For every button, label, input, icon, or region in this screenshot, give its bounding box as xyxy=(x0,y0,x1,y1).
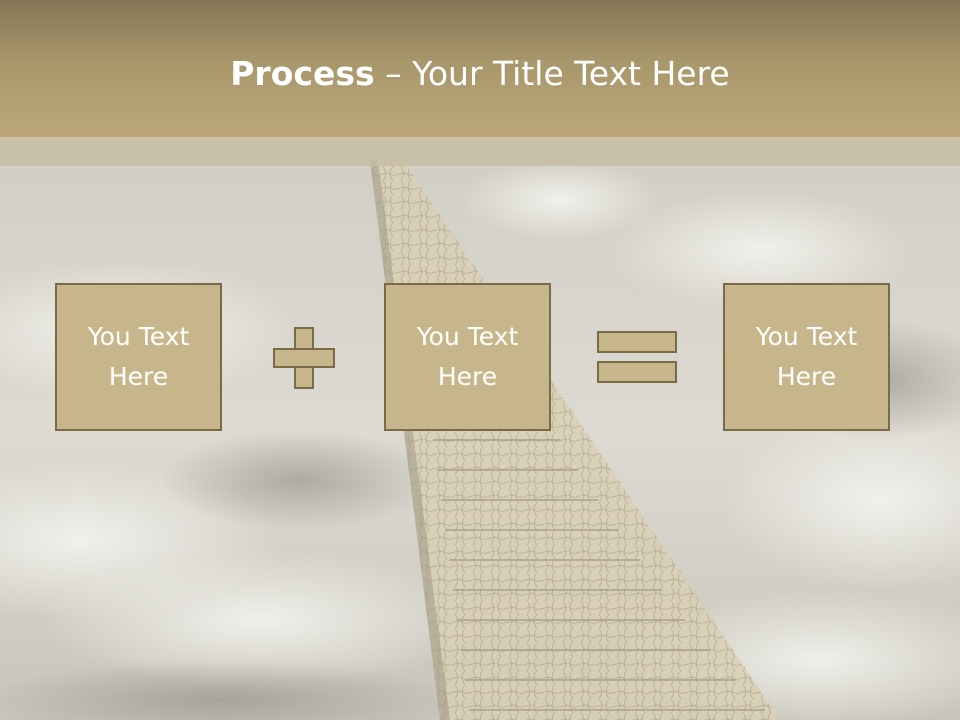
plus-icon xyxy=(273,327,335,389)
text-box-1[interactable]: You Text Here xyxy=(55,283,222,431)
slide-title[interactable]: Process – Your Title Text Here xyxy=(0,52,960,96)
text-box-2-label: You Text Here xyxy=(416,322,519,391)
title-rest: Your Title Text Here xyxy=(412,54,730,93)
text-box-3-label: You Text Here xyxy=(755,322,858,391)
title-separator: – xyxy=(374,54,413,93)
text-box-3[interactable]: You Text Here xyxy=(723,283,890,431)
title-bar xyxy=(0,0,960,137)
text-box-2[interactable]: You Text Here xyxy=(384,283,551,431)
equals-icon xyxy=(597,331,677,383)
text-box-1-label: You Text Here xyxy=(87,322,190,391)
title-bold: Process xyxy=(230,54,375,93)
title-bar-band xyxy=(0,137,960,166)
